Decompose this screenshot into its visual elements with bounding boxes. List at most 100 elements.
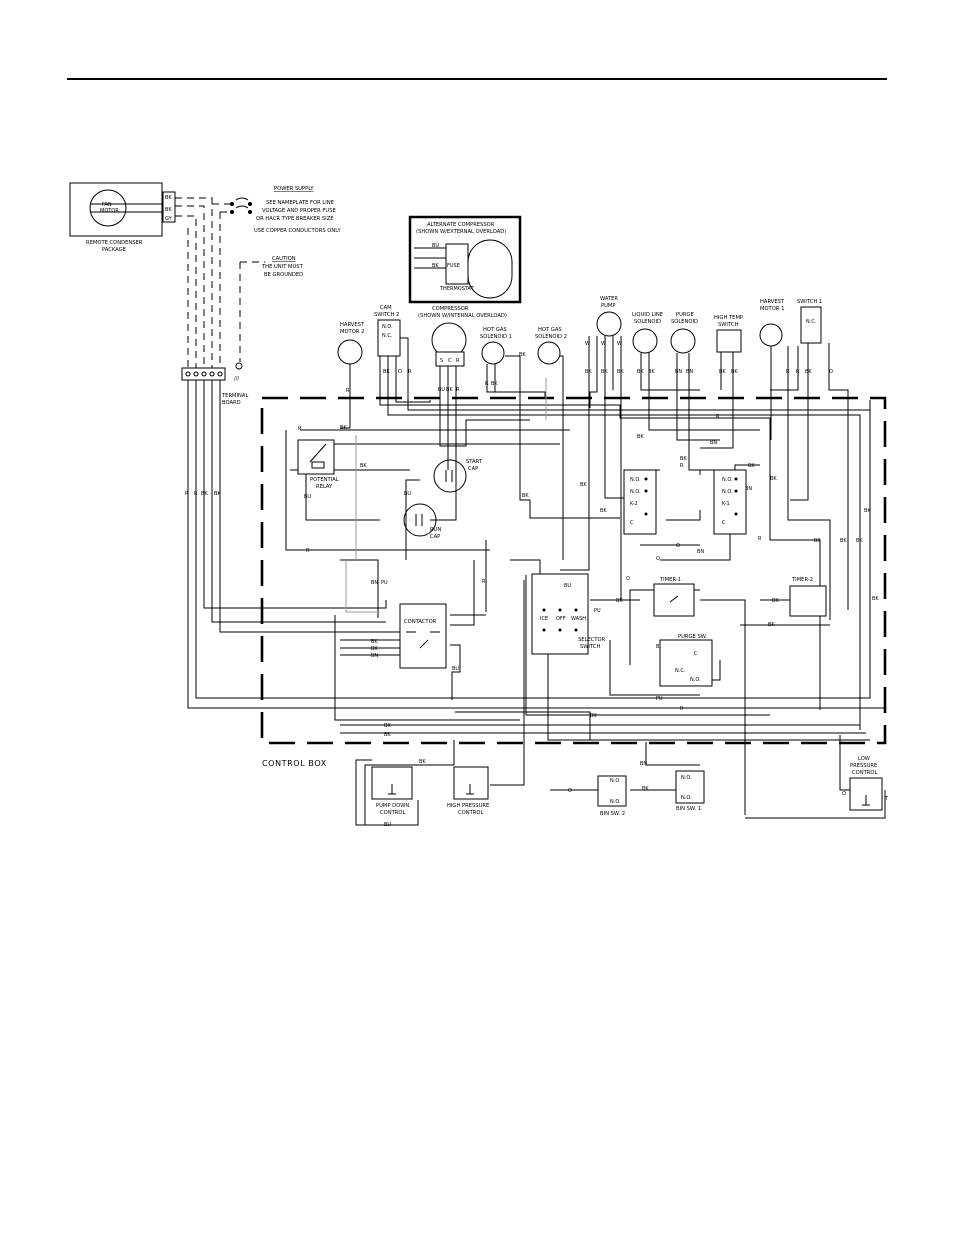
svg-text:N.O.: N.O. bbox=[630, 477, 641, 483]
svg-text:N.O.: N.O. bbox=[610, 799, 621, 805]
fan-motor-label: FAN bbox=[102, 202, 112, 208]
svg-text:BOARD: BOARD bbox=[222, 400, 241, 406]
svg-text:N.C.: N.C. bbox=[382, 333, 393, 339]
svg-text:SOLENOID: SOLENOID bbox=[671, 319, 698, 325]
svg-text:SELECTOR: SELECTOR bbox=[578, 637, 606, 643]
svg-text:BK: BK bbox=[590, 713, 597, 719]
svg-text:START: START bbox=[466, 459, 483, 465]
svg-text:BN: BN bbox=[686, 369, 693, 375]
svg-text:BU: BU bbox=[564, 583, 571, 589]
svg-text:K-1: K-1 bbox=[722, 501, 730, 507]
svg-text:R: R bbox=[758, 536, 762, 542]
svg-text:O: O bbox=[656, 556, 660, 562]
svg-text:TIMER-1: TIMER-1 bbox=[659, 577, 681, 583]
svg-text:BK: BK bbox=[840, 538, 847, 544]
power-supply-title: POWER SUPPLY bbox=[274, 186, 314, 192]
svg-text:PU: PU bbox=[594, 608, 601, 614]
svg-text:PU: PU bbox=[656, 696, 663, 702]
svg-text:BK: BK bbox=[371, 646, 378, 652]
svg-text:SWITCH: SWITCH bbox=[580, 644, 600, 650]
svg-text:BN: BN bbox=[697, 549, 704, 555]
svg-text:SWITCH 2: SWITCH 2 bbox=[374, 312, 399, 318]
compressor: COMPRESSOR (SHOWN W/INTERNAL OVERLOAD) S… bbox=[418, 306, 507, 393]
svg-text:BK: BK bbox=[637, 434, 644, 440]
svg-text:SOLENOID 2: SOLENOID 2 bbox=[535, 334, 567, 340]
svg-text:N.O.: N.O. bbox=[681, 795, 692, 801]
svg-text:(SHOWN W/EXTERNAL OVERLOAD): (SHOWN W/EXTERNAL OVERLOAD) bbox=[416, 229, 506, 235]
svg-text:N.O.: N.O. bbox=[610, 778, 621, 784]
svg-text:T: T bbox=[884, 796, 889, 802]
svg-text:K-2: K-2 bbox=[630, 501, 638, 507]
svg-text:BN: BN bbox=[371, 580, 378, 586]
svg-text:LIQUID LINE: LIQUID LINE bbox=[632, 312, 663, 318]
liquid-line-solenoid: LIQUID LINE SOLENOID BK BK bbox=[632, 312, 663, 375]
svg-text:VOLTAGE AND PROPER FUSE: VOLTAGE AND PROPER FUSE bbox=[262, 208, 336, 214]
svg-text:GY: GY bbox=[165, 216, 173, 222]
caution-title: CAUTION bbox=[272, 256, 296, 262]
svg-text:N.O.: N.O. bbox=[382, 324, 393, 330]
bin-switch-2: N.O. N.O. BIN SW. 2 bbox=[597, 775, 627, 817]
remote-condenser-package: FAN MOTOR BK BK GY REMOTE CONDENSER PACK… bbox=[69, 182, 176, 253]
svg-text:SOLENOID: SOLENOID bbox=[634, 319, 661, 325]
svg-text:BK: BK bbox=[680, 456, 687, 462]
remote-condenser-label: REMOTE CONDENSER bbox=[86, 240, 143, 246]
svg-text:BK: BK bbox=[383, 369, 390, 375]
svg-text:COMPRESSOR: COMPRESSOR bbox=[432, 306, 469, 312]
svg-text:N.O.: N.O. bbox=[681, 775, 692, 781]
svg-text:MOTOR: MOTOR bbox=[100, 208, 119, 214]
svg-text:R: R bbox=[456, 358, 460, 364]
harvest-motor-1: HARVEST MOTOR 1 R R bbox=[759, 299, 800, 375]
svg-text:BK: BK bbox=[856, 538, 863, 544]
svg-text:THERMOSTAT: THERMOSTAT bbox=[439, 286, 475, 292]
svg-text:TIMER-2: TIMER-2 bbox=[791, 577, 813, 583]
svg-text:BK: BK bbox=[432, 263, 439, 269]
start-capacitor: START CAP bbox=[433, 459, 483, 493]
svg-text:THE UNIT MUST: THE UNIT MUST bbox=[261, 264, 304, 270]
svg-text:HOT GAS: HOT GAS bbox=[483, 327, 507, 333]
field-wiring bbox=[175, 197, 265, 370]
svg-text:OR HACR TYPE BREAKER SIZE: OR HACR TYPE BREAKER SIZE bbox=[256, 216, 334, 222]
svg-text:BN: BN bbox=[745, 486, 752, 492]
svg-text:BK: BK bbox=[731, 369, 738, 375]
svg-text:USE COPPER CONDUCTORS ONLY: USE COPPER CONDUCTORS ONLY bbox=[254, 228, 341, 234]
svg-text:BE GROUNDED: BE GROUNDED bbox=[264, 272, 303, 278]
svg-text:LOW: LOW bbox=[858, 756, 870, 762]
svg-text:BU: BU bbox=[438, 387, 445, 393]
svg-text:SWITCH 1: SWITCH 1 bbox=[797, 299, 822, 305]
svg-text:ICE: ICE bbox=[540, 616, 548, 622]
svg-text:HARVEST: HARVEST bbox=[340, 322, 365, 328]
high-temp-switch: HIGH TEMP SWITCH BK BK bbox=[714, 315, 743, 375]
svg-text:WASH: WASH bbox=[571, 616, 586, 622]
svg-text:N.O.: N.O. bbox=[722, 489, 733, 495]
svg-text:PUMP DOWN: PUMP DOWN bbox=[376, 803, 409, 809]
svg-text:S: S bbox=[440, 358, 443, 364]
svg-text:BU: BU bbox=[452, 666, 459, 672]
potential-relay: POTENTIAL RELAY bbox=[297, 439, 339, 490]
timer-1: TIMER-1 bbox=[653, 577, 695, 617]
svg-text:R: R bbox=[482, 579, 486, 585]
svg-text:RUN: RUN bbox=[430, 527, 441, 533]
svg-text:R: R bbox=[408, 369, 412, 375]
svg-text:BK: BK bbox=[519, 352, 526, 358]
svg-text:R: R bbox=[185, 491, 189, 497]
svg-text:BK: BK bbox=[446, 387, 453, 393]
svg-text:BK: BK bbox=[384, 723, 391, 729]
svg-text:C: C bbox=[722, 520, 726, 526]
svg-text:HIGH TEMP: HIGH TEMP bbox=[714, 315, 743, 321]
svg-text:R: R bbox=[680, 706, 684, 712]
svg-text:BK: BK bbox=[719, 369, 726, 375]
svg-text:POTENTIAL: POTENTIAL bbox=[310, 477, 339, 483]
svg-text:PU: PU bbox=[381, 580, 388, 586]
svg-text:BK: BK bbox=[616, 598, 623, 604]
svg-text:BK: BK bbox=[768, 622, 775, 628]
svg-text:BU: BU bbox=[304, 494, 311, 500]
terminal-board: TERMINAL BOARD R R BK BK bbox=[181, 367, 248, 497]
wire-labels: R BK BK BU R BU BK R BN PU BK BK BN BU R… bbox=[298, 414, 889, 828]
svg-text:BK: BK bbox=[642, 786, 649, 792]
svg-text:FUSE: FUSE bbox=[447, 263, 460, 269]
run-capacitor: RUN CAP bbox=[403, 503, 441, 540]
svg-text:SWITCH: SWITCH bbox=[718, 322, 738, 328]
svg-text:C: C bbox=[694, 651, 698, 657]
svg-text:BK: BK bbox=[872, 596, 879, 602]
